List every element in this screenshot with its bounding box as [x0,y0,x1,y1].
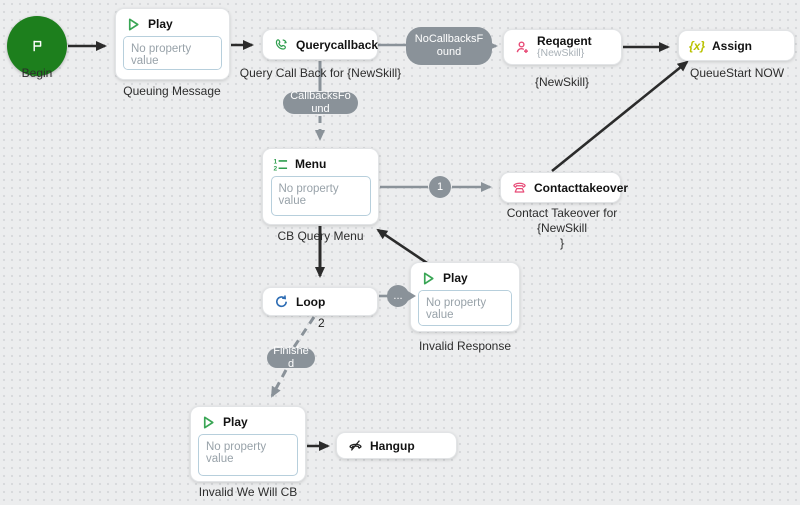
querycallback-node[interactable]: Querycallback [262,29,378,60]
queuing-play-node[interactable]: Play [115,8,230,80]
svg-text:1: 1 [273,158,277,165]
queuing-play-title: Play [148,17,173,31]
contacttakeover-title: Contacttakeover [534,180,629,195]
contacttakeover-node[interactable]: Contacttakeover [500,172,628,203]
menu-title: Menu [295,157,327,171]
queuing-play-header: Play [116,9,229,36]
invalid-cb-property-input[interactable] [198,434,298,476]
connector-label-callbacksfound[interactable]: CallbacksFound [283,90,358,115]
connector-label-finished[interactable]: Finished [267,345,315,370]
assign-caption: QueueStart NOW [689,66,785,80]
callback-phone-icon [273,37,289,53]
request-agent-icon [514,39,530,55]
begin-node[interactable] [7,16,67,76]
invalid-cb-play-node[interactable]: Play [190,406,306,482]
invalid-response-play-header: Play [411,263,519,290]
reqagent-subtitle: {NewSkill} [537,46,585,59]
dots-badge-arrow-tip [406,290,416,302]
connector-loop-to-finished-label[interactable] [290,316,316,351]
loop-title: Loop [296,294,326,309]
reqagent-caption: {NewSkill} [534,75,590,89]
invalid-response-play-node[interactable]: Play [410,262,520,332]
assign-variable-icon: {x} [689,38,706,53]
querycallback-title: Querycallback [296,37,379,52]
invalid-cb-play-title: Play [223,415,248,429]
connector-contacttakeover-to-assign[interactable] [551,60,689,173]
invalid-cb-play-header: Play [191,407,305,434]
loop-node[interactable]: Loop [262,287,378,316]
numbered-menu-icon: 1 2 [272,156,288,172]
play-icon [125,16,141,32]
menu-node[interactable]: 1 2 Menu [262,148,379,225]
loop-icon [273,294,289,310]
hangup-phone-icon [347,438,363,454]
begin-label: Begin [21,66,53,80]
invalid-response-property-input[interactable] [418,290,512,326]
connector-label-branch-1[interactable]: 1 [429,176,451,198]
queuing-play-caption: Queuing Message [123,84,221,98]
hangup-node[interactable]: Hangup [336,432,457,459]
loop-count-label: 2 [318,316,325,330]
play-icon [200,414,216,430]
contacttakeover-caption: Contact Takeover for {NewSkill } [506,206,618,250]
play-icon [420,270,436,286]
connector-finished-label-to-invalid-cb-play[interactable] [270,369,288,398]
assign-node[interactable]: {x} Assign [678,30,795,61]
connector-invalid-response-to-menu[interactable] [376,228,434,269]
menu-header: 1 2 Menu [263,149,378,176]
menu-property-input[interactable] [270,176,371,216]
svg-text:2: 2 [273,165,277,171]
querycallback-caption: Query Call Back for {NewSkill} [239,66,402,80]
assign-title: Assign [712,38,753,53]
connector-label-nocallbacksfound[interactable]: NoCallbacksFound [406,27,492,65]
invalid-cb-caption: Invalid We Will CB [198,485,298,499]
connector-label-dots[interactable]: ... [387,285,409,307]
menu-caption: CB Query Menu [277,229,364,243]
reqagent-node[interactable]: Reqagent {NewSkill} [503,29,622,65]
reqagent-title: Reqagent [537,34,592,49]
flag-icon [29,38,45,54]
hangup-title: Hangup [370,438,415,453]
takeover-phone-icon [511,180,527,196]
queuing-play-property-input[interactable] [123,36,222,70]
invalid-response-caption: Invalid Response [418,339,512,353]
connector-label-dots-wrap[interactable]: ... [387,285,421,307]
invalid-response-play-title: Play [443,271,468,285]
